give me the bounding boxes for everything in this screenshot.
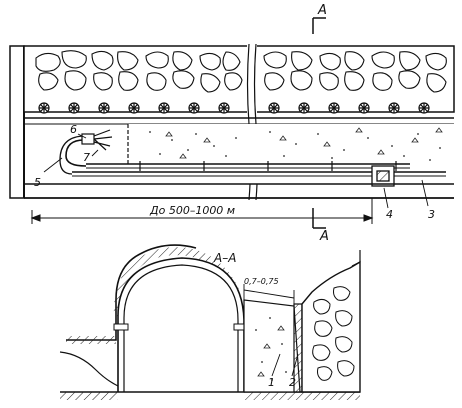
section-mark-bottom-label: A: [319, 229, 329, 244]
rock-mass: [23, 45, 455, 113]
callout-7: 7: [83, 151, 90, 164]
plan-view: До 500–1000 м A 6 7 5 4 3: [9, 3, 455, 229]
section-leaders: [271, 353, 299, 377]
callout-2: 2: [289, 376, 296, 389]
backfill-triangles: [165, 127, 443, 159]
spray-nozzle: [81, 129, 113, 151]
dimension-line: [30, 198, 374, 224]
clearance-label: 0,7–0,75: [244, 277, 279, 286]
length-dimension: До 500–1000 м: [149, 204, 235, 217]
callout-leaders: [43, 133, 429, 209]
arch-inner: [123, 264, 239, 392]
pump-box: [371, 165, 395, 187]
section-view: А–А A: [59, 229, 361, 400]
callout-1: 1: [268, 376, 275, 389]
clearance-dimension: [243, 284, 295, 304]
section-rock: [301, 260, 361, 393]
section-rock-stones: [312, 286, 355, 381]
arch-supports: [38, 102, 430, 114]
callout-6: 6: [70, 123, 77, 136]
left-wall: [9, 45, 25, 199]
section-mark-top: [312, 17, 326, 34]
callout-5: 5: [34, 176, 41, 189]
section-backfill-dots: [255, 317, 287, 381]
break-gap: [247, 44, 257, 200]
section-mark-bottom: [312, 208, 326, 229]
backfill-dots: [149, 131, 441, 161]
callout-3: 3: [428, 208, 435, 221]
rock-stones: [35, 50, 447, 93]
section-mark-top-label: A: [317, 3, 327, 18]
backfill-zone: [128, 124, 454, 184]
section-title: А–А: [213, 251, 236, 265]
arch-joint-left: [113, 323, 129, 331]
callout-4: 4: [386, 208, 393, 221]
